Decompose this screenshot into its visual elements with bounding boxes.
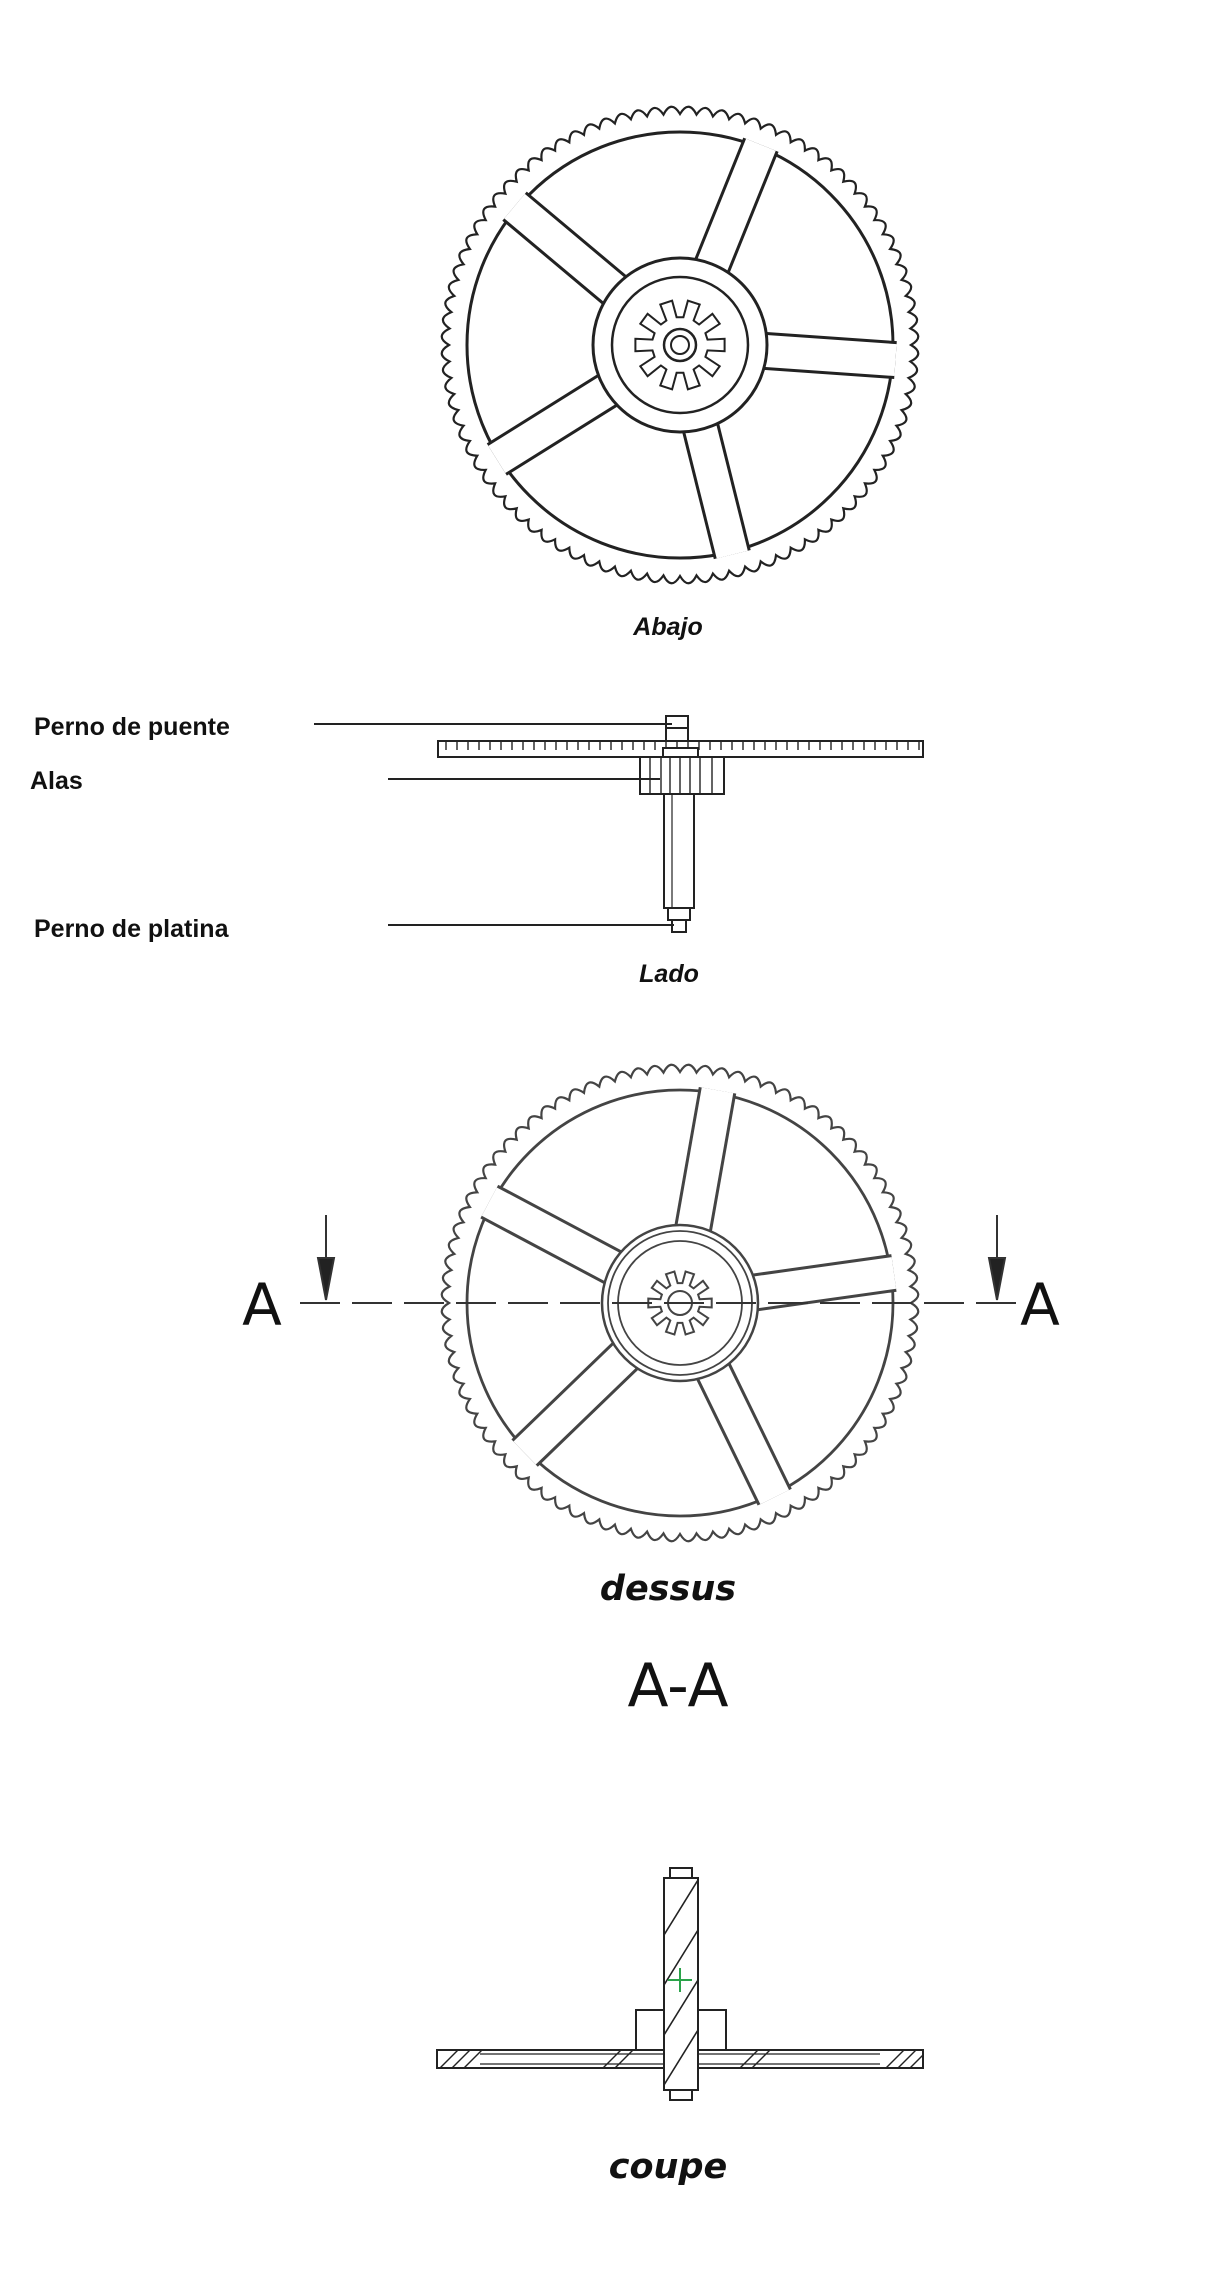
hub-collar: [662, 747, 699, 758]
section-view: [436, 1867, 924, 2101]
label-plate-pivot: Perno de platina: [34, 915, 230, 943]
cut-arrow-left-head: [316, 1257, 336, 1301]
bottom-view-caption: Abajo: [632, 613, 702, 641]
arm-hatching: [439, 2050, 923, 2068]
section-caption: coupe: [609, 2147, 728, 2187]
wheel-spokes: [486, 137, 897, 560]
wheel-side-view: [437, 715, 924, 933]
side-view-caption: Lado: [639, 960, 699, 988]
section-cut-line: [300, 1215, 1020, 1304]
staff-hatching: [664, 1880, 698, 2086]
pivot-circle: [670, 335, 690, 355]
top-pivot-section: [669, 1867, 693, 1879]
wheel-spoke: [488, 374, 619, 474]
gear-teeth-side-marks: [445, 741, 920, 750]
arbor-circle: [662, 327, 698, 363]
wheel-spokes: [480, 1086, 897, 1506]
wheel-spoke: [751, 1257, 897, 1309]
pinion-leaf-lines: [649, 757, 713, 794]
gear-teeth-outline: [440, 105, 920, 585]
plate-pivot-tip: [671, 919, 687, 933]
bottom-pivot-section: [669, 2089, 693, 2101]
wheel-spoke: [504, 193, 628, 305]
hub-inner: [610, 275, 750, 415]
section-mark-right: A: [1020, 1271, 1060, 1339]
wheel-bottom-view: [440, 105, 920, 585]
gear-teeth-outline: [440, 1063, 920, 1543]
wheel-spoke: [684, 420, 748, 559]
side-leader-lines: [314, 723, 674, 926]
label-leaves: Alas: [30, 767, 83, 795]
wheel-spoke: [698, 1362, 790, 1505]
wheel-spoke: [760, 334, 897, 377]
section-mark-left: A: [242, 1271, 282, 1339]
cut-arrow-right-head: [987, 1257, 1007, 1301]
top-view-caption: dessus: [600, 1569, 736, 1609]
label-bridge-pivot: Perno de puente: [34, 713, 230, 741]
hub-outer: [591, 256, 769, 434]
arbor-side: [663, 793, 695, 909]
wheel-spoke: [513, 1342, 638, 1465]
wheel-spoke: [677, 1087, 734, 1233]
section-title: A-A: [627, 1651, 728, 1721]
wheel-spoke: [481, 1187, 623, 1283]
pinion-leaves: [634, 299, 726, 391]
plate-pivot: [667, 907, 691, 921]
wheel-spoke: [695, 138, 776, 275]
